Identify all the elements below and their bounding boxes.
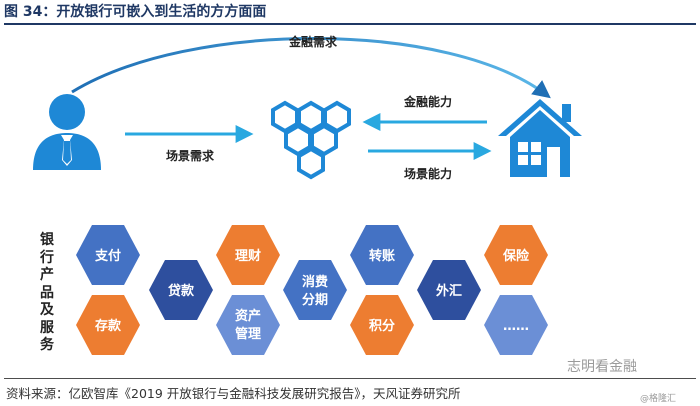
user-to-bank-label: 场景需求 <box>166 148 215 163</box>
house-icon <box>498 99 582 177</box>
source-divider <box>4 378 696 379</box>
hex-deposit-label: 存款 <box>95 318 122 334</box>
hex-asset-mgmt-label-1: 资产 <box>235 308 261 324</box>
watermark-text: 志明看金融 <box>567 359 637 375</box>
hex-pay-label: 支付 <box>94 248 121 264</box>
hex-consumer-installment: 消费 分期 <box>283 260 347 320</box>
products-services-vertical-label: 银行产品及服务 <box>40 232 54 353</box>
hex-transfer: 转账 <box>350 225 414 285</box>
hex-insurance-label: 保险 <box>502 248 530 264</box>
watermark-secondary: @格隆汇 <box>640 394 677 404</box>
hex-loan: 贷款 <box>149 260 213 320</box>
home-to-bank-label: 金融能力 <box>403 94 452 109</box>
hex-deposit: 存款 <box>76 295 140 355</box>
figure-title: 图 34：开放银行可嵌入到生活的方方面面 <box>4 4 267 20</box>
hex-installment-label-2: 分期 <box>302 292 328 308</box>
hex-wealth: 理财 <box>216 225 280 285</box>
hex-points: 积分 <box>350 295 414 355</box>
hex-installment-label-1: 消费 <box>302 274 328 290</box>
bank-to-home-label: 场景能力 <box>404 166 452 181</box>
hex-asset-mgmt: 资产 管理 <box>216 295 280 355</box>
hex-transfer-label: 转账 <box>369 248 395 264</box>
hex-more: …… <box>484 295 548 355</box>
title-divider <box>4 23 696 25</box>
hex-forex-label: 外汇 <box>435 283 462 299</box>
hex-forex: 外汇 <box>417 260 481 320</box>
hex-asset-mgmt-label-2: 管理 <box>235 326 261 342</box>
user-icon <box>33 94 101 170</box>
hex-cluster-icon <box>271 100 351 180</box>
top-arrow-label: 金融需求 <box>288 34 338 49</box>
hex-points-label: 积分 <box>369 318 395 334</box>
hex-more-label: …… <box>503 319 529 334</box>
hex-insurance: 保险 <box>484 225 548 285</box>
hex-wealth-label: 理财 <box>235 248 261 264</box>
source-note: 资料来源：亿欧智库《2019 开放银行与金融科技发展研究报告》，天风证券研究所 <box>6 386 461 401</box>
hex-loan-label: 贷款 <box>168 283 195 299</box>
top-curved-arrow <box>71 37 551 99</box>
hex-pay: 支付 <box>76 225 140 285</box>
